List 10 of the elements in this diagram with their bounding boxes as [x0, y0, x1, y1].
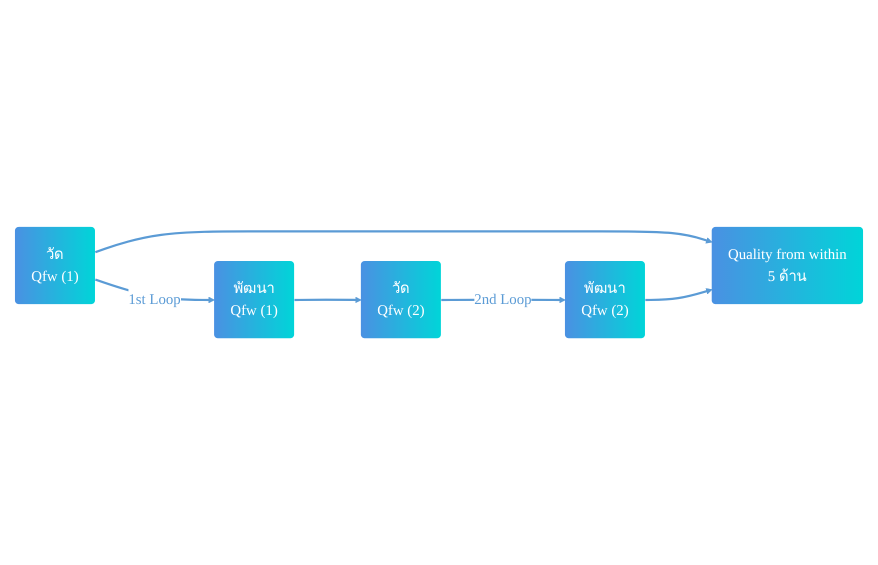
node-box: วัด Qfw (2) [360, 260, 441, 338]
edge-label: 1st Loop [128, 291, 181, 308]
arrow [294, 296, 362, 304]
node-box: Quality from within 5 ด้าน [712, 226, 864, 304]
node-box: พัฒนา Qfw (2) [564, 260, 645, 338]
arrow [94, 230, 712, 254]
edge-label: 2nd Loop [474, 291, 532, 308]
node-box: พัฒนา Qfw (1) [214, 260, 294, 338]
node-box: วัด Qfw (1) [14, 226, 95, 304]
arrow [645, 288, 712, 302]
